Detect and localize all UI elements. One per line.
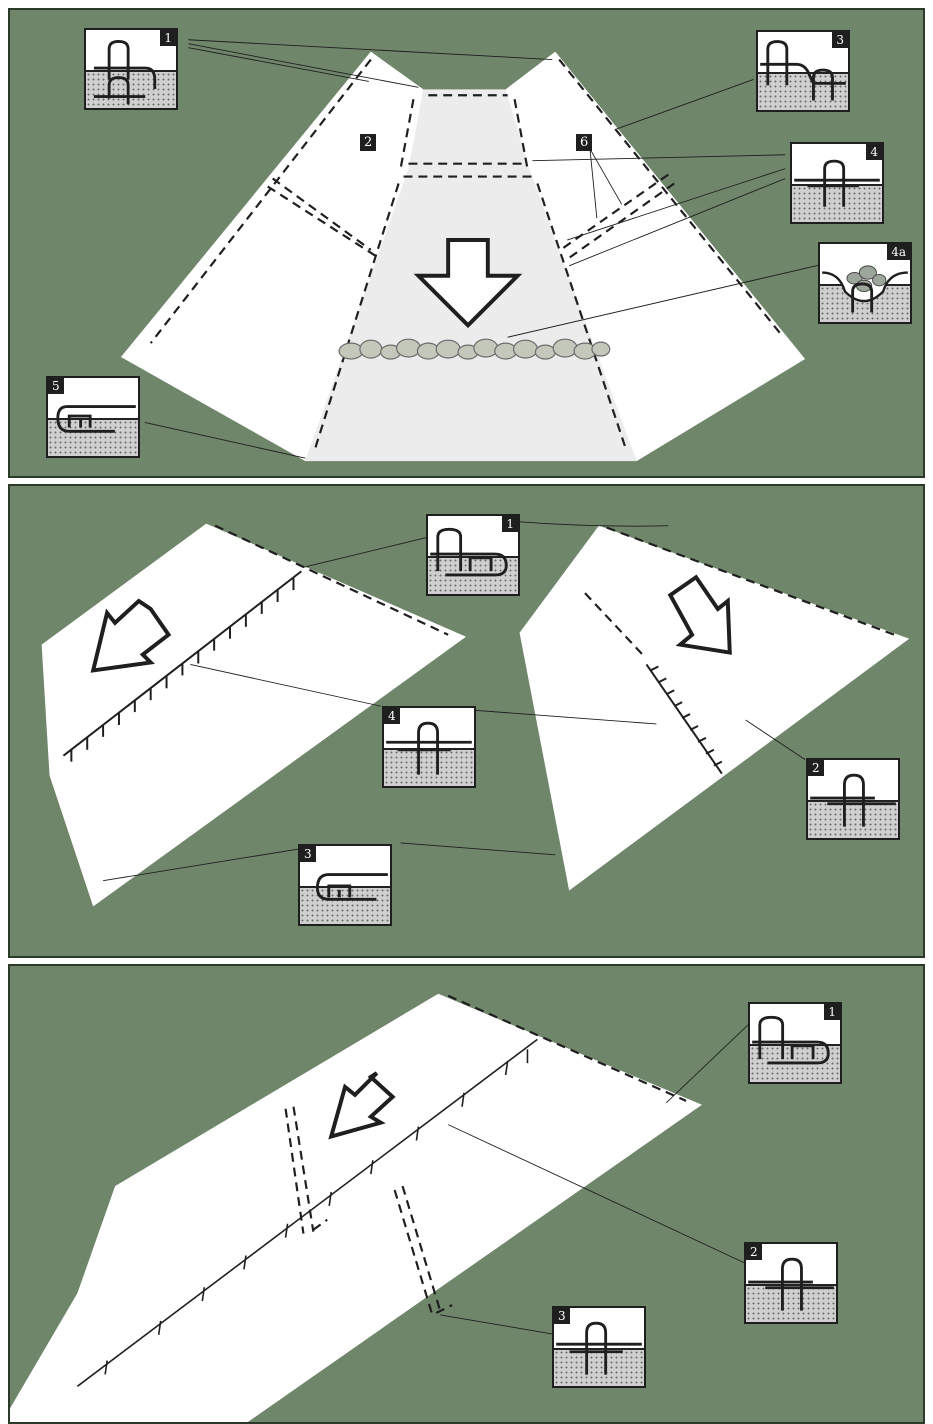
channel-installation-panel: 2 6 1 3 [8, 8, 925, 478]
inset-number: 1 [502, 516, 518, 532]
detail-inset-3: 3 [552, 1306, 646, 1388]
detail-inset-2: 2 [744, 1242, 838, 1324]
detail-inset-4a: 4a [818, 242, 912, 324]
detail-inset-4: 4 [790, 142, 884, 224]
detail-inset-1: 1 [84, 28, 178, 110]
detail-inset-2: 2 [806, 758, 900, 840]
channel-zone-label: 2 [360, 134, 376, 151]
inset-number: 1 [160, 30, 176, 46]
inset-number: 4 [384, 708, 400, 724]
inset-number: 1 [824, 1004, 840, 1020]
slope-installation-panel: 1 4 2 [8, 484, 925, 958]
detail-inset-3: 3 [298, 844, 392, 926]
inset-number: 4 [866, 144, 882, 160]
inset-number: 4a [887, 244, 910, 260]
inset-number: 5 [48, 378, 64, 394]
inset-number: 2 [746, 1244, 762, 1260]
detail-inset-3: 3 [756, 30, 850, 112]
long-slope-installation-panel: 1 2 3 [8, 964, 925, 1424]
detail-inset-1: 1 [426, 514, 520, 596]
inset-number: 2 [808, 760, 824, 776]
inset-number: 3 [300, 846, 316, 862]
inset-number: 3 [554, 1308, 570, 1324]
detail-inset-4: 4 [382, 706, 476, 788]
detail-inset-1: 1 [748, 1002, 842, 1084]
inset-number: 3 [832, 32, 848, 48]
detail-inset-5: 5 [46, 376, 140, 458]
junction-label: 6 [576, 134, 592, 151]
